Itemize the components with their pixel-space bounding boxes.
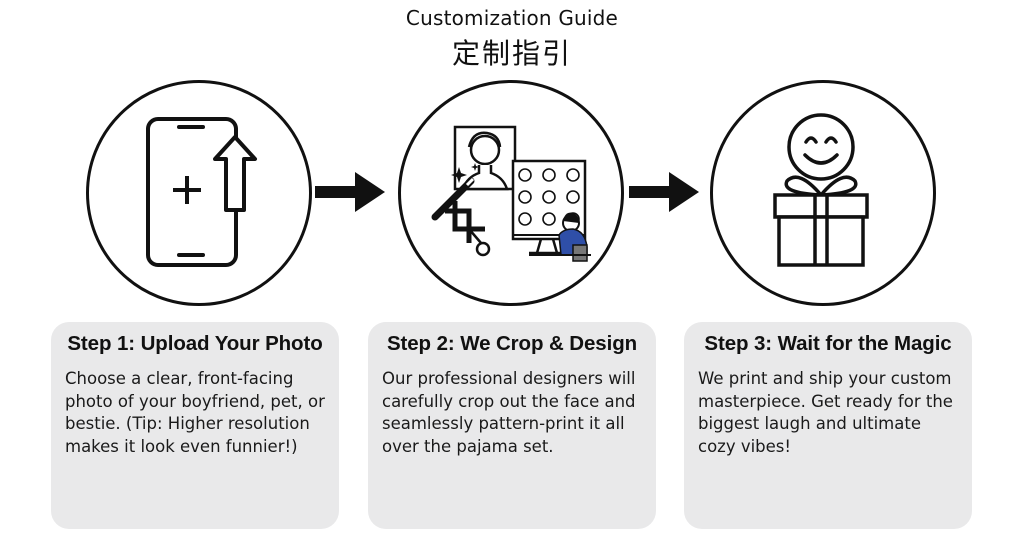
arrow-right-icon bbox=[629, 172, 699, 212]
arrow-right-icon bbox=[315, 172, 385, 212]
step-2-description: Our professional designers will carefull… bbox=[382, 369, 636, 456]
guide-subtitle: 定制指引 bbox=[451, 37, 572, 70]
step-1-description: Choose a clear, front-facing photo of yo… bbox=[65, 369, 325, 456]
phone-upload-icon bbox=[146, 117, 257, 267]
guide-title: Customization Guide bbox=[405, 6, 619, 30]
step-1-card: Step 1: Upload Your Photo Choose a clear… bbox=[51, 322, 339, 529]
step-3-icon-circle bbox=[710, 80, 936, 306]
step-1-title: Step 1: Upload Your Photo bbox=[67, 332, 323, 355]
step-2-icon-circle bbox=[398, 80, 624, 306]
step-2-title: Step 2: We Crop & Design bbox=[386, 332, 638, 355]
step-1-icon-circle bbox=[86, 80, 312, 306]
step-3-card: Step 3: Wait for the Magic We print and … bbox=[684, 322, 972, 529]
smiley-gift-icon bbox=[773, 113, 869, 267]
step-3-description: We print and ship your custom masterpiec… bbox=[698, 369, 953, 456]
step-3-title: Step 3: Wait for the Magic bbox=[704, 332, 952, 355]
crop-design-icon bbox=[431, 125, 591, 262]
step-2-card: Step 2: We Crop & Design Our professiona… bbox=[368, 322, 656, 529]
